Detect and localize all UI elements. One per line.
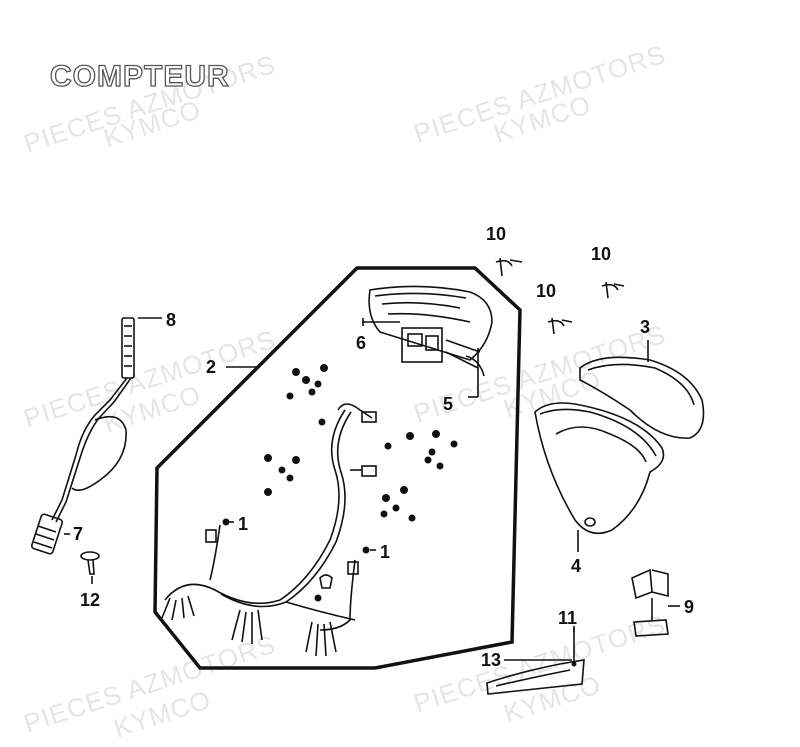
- meter-unit: [368, 285, 493, 377]
- callout-8: 8: [166, 310, 176, 330]
- kit-outline: [153, 266, 522, 670]
- housing-part-4: [534, 402, 665, 535]
- callout-10: 10: [591, 244, 611, 264]
- screw-part-10: [601, 281, 625, 299]
- bracket-part-9: [631, 568, 669, 637]
- speedometer-cable: [30, 317, 135, 555]
- screw-part-10: [495, 257, 523, 277]
- page-title: COMPTEUR: [49, 59, 230, 93]
- screw-part-12: [80, 551, 100, 575]
- callout-13: 13: [481, 650, 501, 670]
- strip-part-11: [486, 628, 585, 695]
- callout-6: 6: [356, 333, 366, 353]
- callout-2: 2: [206, 357, 216, 377]
- callout-10: 10: [486, 224, 506, 244]
- leader-lines: [64, 317, 680, 661]
- bolt-cluster: [222, 364, 458, 602]
- callout-12: 12: [80, 590, 100, 610]
- screw-part-10: [547, 317, 573, 335]
- callout-1: 1: [238, 514, 248, 534]
- callout-4: 4: [571, 556, 581, 576]
- cover-part-3: [579, 356, 705, 439]
- callout-11: 11: [558, 608, 577, 628]
- callout-9: 9: [684, 597, 694, 617]
- callout-5: 5: [443, 394, 453, 414]
- wiring-harness: [161, 403, 377, 657]
- callout-3: 3: [640, 317, 650, 337]
- callout-7: 7: [73, 524, 83, 544]
- callout-1: 1: [380, 542, 390, 562]
- callout-10: 10: [536, 281, 556, 301]
